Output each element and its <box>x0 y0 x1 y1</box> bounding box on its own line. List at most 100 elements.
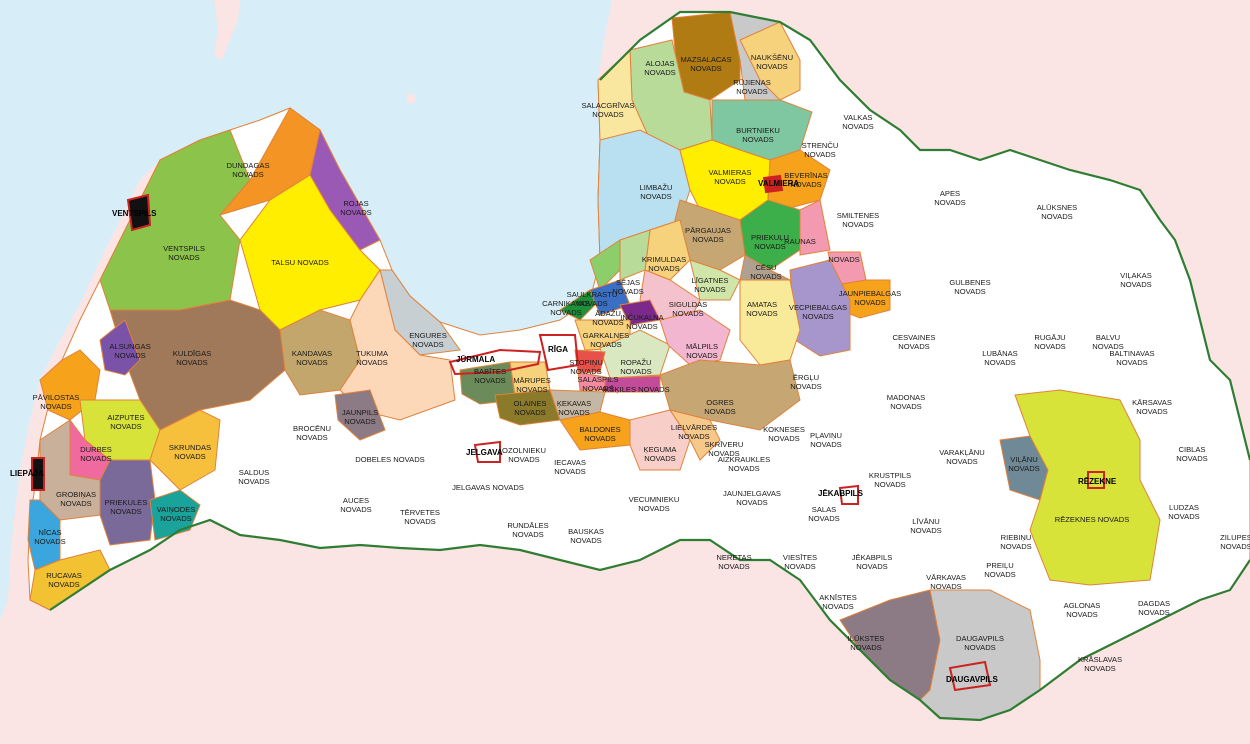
region-daugavpils-nov[interactable] <box>919 589 1041 721</box>
city-label-ventspils: VENTSPILS <box>112 209 157 218</box>
region-ligatnes[interactable] <box>689 259 741 301</box>
city-label-jelgava: JELGAVA <box>466 448 503 457</box>
city-outline-daugavpils[interactable] <box>948 660 992 692</box>
region-ropazu[interactable] <box>599 329 671 379</box>
city-outline-jurmala[interactable] <box>448 348 542 376</box>
region-label-talsu: TALSU NOVADS <box>271 258 329 267</box>
city-label-riga: RĪGA <box>548 345 568 354</box>
region-label-jelgavas: JELGAVAS NOVADS <box>452 483 524 492</box>
city-outline-ventspils[interactable] <box>126 193 152 232</box>
region-raunas[interactable] <box>799 199 831 256</box>
region-jaunpils[interactable] <box>334 389 386 441</box>
region-malpils[interactable] <box>659 309 731 366</box>
region-lielvardes[interactable] <box>668 409 721 461</box>
city-outline-jekabpils[interactable] <box>838 484 859 505</box>
city-outline-valmiera[interactable] <box>762 174 784 194</box>
region-alsungas[interactable] <box>99 319 141 376</box>
city-outline-rezekne[interactable] <box>1087 471 1105 489</box>
cities <box>31 174 1105 692</box>
city-label-daugavpils: DAUGAVPILS <box>946 675 999 684</box>
region-tukuma[interactable] <box>339 268 456 421</box>
region-sejas[interactable] <box>619 229 651 281</box>
city-label-jurmala: JŪRMALA <box>456 355 495 364</box>
region-olaines[interactable] <box>494 389 561 426</box>
region-label-novads_small: NOVADS <box>828 255 860 264</box>
region-ikskiles[interactable] <box>604 375 661 393</box>
municipality-regions <box>27 11 1161 721</box>
city-label-jekabpils: JĒKABPILS <box>818 489 864 498</box>
city-label-rezekne: RĒZEKNE <box>1078 477 1117 486</box>
region-kuldigas[interactable] <box>109 299 286 431</box>
state-border <box>49 10 1250 722</box>
city-outline-riga[interactable] <box>538 334 580 372</box>
city-outline-jelgava[interactable] <box>473 440 501 463</box>
city-outline-liepaja[interactable] <box>31 457 45 491</box>
